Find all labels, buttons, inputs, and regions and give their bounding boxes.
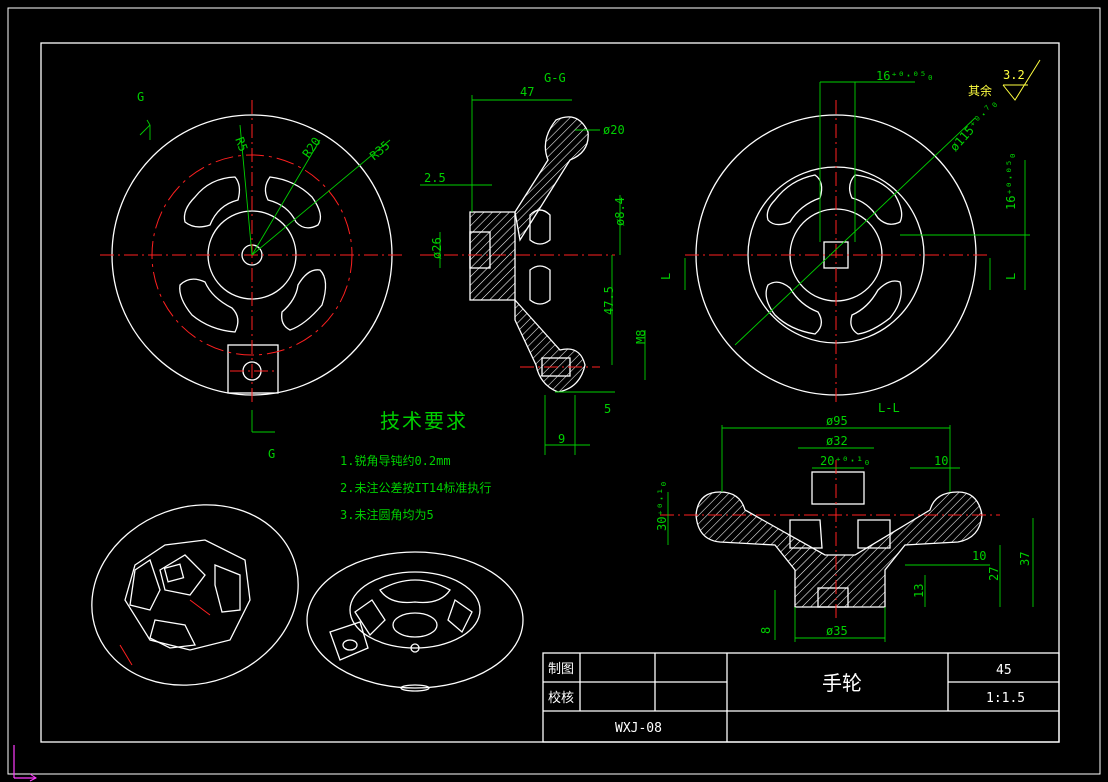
ucs-icon [13,745,37,782]
dim-phi35: ø35 [826,624,848,638]
isometric-view-1 [91,504,299,686]
drawing-title: 手轮 [822,671,862,695]
gg-section-view: G-G 47 ø20 2.5 ø26 ø8.4 47.5 M8 5 [420,71,648,455]
dim-8: 8 [759,627,773,634]
dim-2-5: 2.5 [424,171,446,185]
dim-16-right: 16⁺⁰·⁰⁵₀ [1004,152,1018,210]
section-mark-l-right: L [1004,273,1018,280]
section-mark-l-left: L [659,273,673,280]
dim-5: 5 [604,402,611,416]
isometric-view-2 [306,551,524,692]
dim-phi115: ø115⁺⁰·⁷₀ [947,96,1001,154]
section-title-gg: G-G [544,71,566,85]
dim-10-top: 10 [934,454,948,468]
dim-m8: M8 [634,330,648,344]
section-mark-g-bottom: G [268,447,275,461]
title-block-drawn-label: 制图 [548,662,574,677]
roughness-value: 3.2 [1003,68,1025,82]
dim-phi32: ø32 [826,434,848,448]
tech-heading: 技术要求 [380,409,468,433]
dim-47: 47 [520,85,534,99]
dim-20: 20⁺⁰·¹₀ [820,454,871,468]
dim-10-right: 10 [972,549,986,563]
drawing-scale: 1:1.5 [986,691,1025,706]
roughness-note: 其余 [968,83,992,98]
section-title-ll: L-L [878,401,900,415]
tech-item-2: 2.未注公差按IT14标准执行 [340,480,491,495]
title-block-checked-label: 校核 [548,690,574,706]
section-mark-g-top: G [137,90,144,104]
tech-requirements: 技术要求 1.锐角导钝约0.2mm 2.未注公差按IT14标准执行 3.未注圆角… [340,409,491,522]
dim-16-top: 16⁺⁰·⁰⁵₀ [876,69,934,83]
dim-47-5: 47.5 [602,286,616,315]
drawing-quantity: 45 [996,663,1012,678]
tech-item-3: 3.未注圆角均为5 [340,507,434,522]
title-block: 制图 校核 手轮 45 1:1.5 WXJ-08 [542,652,1060,743]
dim-phi8-4: ø8.4 [613,197,627,226]
outer-border [7,7,1101,775]
dim-9: 9 [558,432,565,446]
right-view: 16⁺⁰·⁰⁵₀ ø115⁺⁰·⁷₀ 16⁺⁰·⁰⁵₀ L L 其余 3.2 [659,59,1041,405]
dim-37: 37 [1018,552,1032,566]
dim-13: 13 [912,584,926,598]
dim-phi20: ø20 [603,123,625,137]
dim-r5: R5 [232,135,250,153]
dim-phi26: ø26 [430,237,444,259]
dim-30: 30⁺⁰·¹₀ [655,480,669,531]
dim-phi95: ø95 [826,414,848,428]
dim-27: 27 [987,567,1001,581]
tech-item-1: 1.锐角导钝约0.2mm [340,453,451,468]
dim-r20: R20 [300,135,324,161]
dim-r35: R35 [367,138,393,163]
ll-section-view: L-L ø95 ø32 20⁺⁰·¹₀ 10 30⁺⁰·¹₀ 10 27 37 … [655,401,1034,642]
front-view: R5 R20 R35 G G [100,90,405,461]
drawing-number: WXJ-08 [615,721,662,736]
